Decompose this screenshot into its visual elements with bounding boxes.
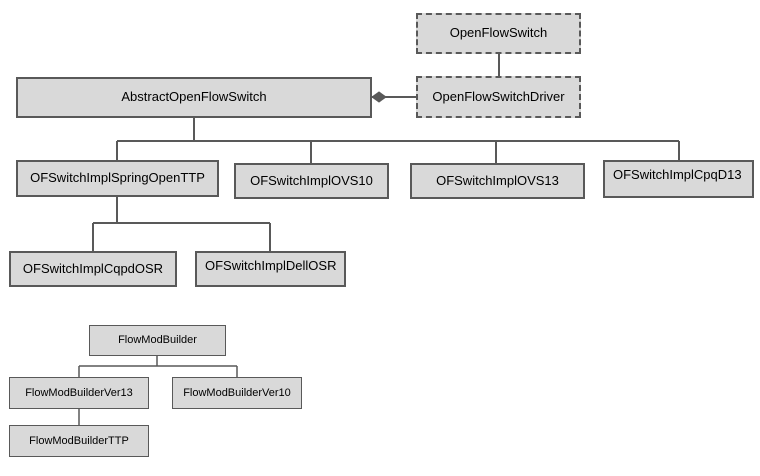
abstract-open-flow-switch-box: AbstractOpenFlowSwitch [16, 77, 372, 118]
flow-mod-builder-label: FlowModBuilder [118, 334, 197, 347]
open-flow-switch-driver-box: OpenFlowSwitchDriver [416, 76, 581, 118]
flow-mod-builder-ver13-label: FlowModBuilderVer13 [25, 386, 133, 399]
open-flow-switch-label: OpenFlowSwitch [449, 25, 548, 41]
impl-ovs10-box: OFSwitchImplOVS10 [234, 163, 389, 199]
flow-mod-builder-ver13-box: FlowModBuilderVer13 [9, 377, 149, 409]
open-flow-switch-driver-label: OpenFlowSwitchDriver [432, 88, 565, 104]
composition-diamond-icon [371, 91, 387, 103]
impl-ovs10-label: OFSwitchImplOVS10 [250, 172, 373, 188]
flow-mod-builder-ver10-box: FlowModBuilderVer10 [172, 377, 302, 409]
open-flow-switch-box: OpenFlowSwitch [416, 13, 581, 54]
impl-cpqd13-label: OFSwitchImplCpqD13 [613, 167, 742, 182]
impl-spring-open-ttp-box: OFSwitchImplSpringOpenTTP [16, 160, 219, 197]
impl-spring-open-ttp-label: OFSwitchImplSpringOpenTTP [30, 170, 205, 186]
flow-mod-builder-ttp-label: FlowModBuilderTTP [29, 434, 129, 447]
impl-dell-osr-label: OFSwitchImplDellOSR [205, 258, 337, 273]
impl-cpqd13-box: OFSwitchImplCpqD13 [603, 160, 754, 198]
flow-mod-builder-ver10-label: FlowModBuilderVer10 [183, 386, 291, 399]
abstract-open-flow-switch-label: AbstractOpenFlowSwitch [121, 89, 267, 105]
impl-dell-osr-box: OFSwitchImplDellOSR [195, 251, 346, 287]
impl-cqpd-osr-box: OFSwitchImplCqpdOSR [9, 251, 177, 287]
flow-mod-builder-ttp-box: FlowModBuilderTTP [9, 425, 149, 457]
flow-mod-builder-box: FlowModBuilder [89, 325, 226, 356]
impl-ovs13-box: OFSwitchImplOVS13 [410, 163, 585, 199]
impl-ovs13-label: OFSwitchImplOVS13 [436, 172, 559, 188]
impl-cqpd-osr-label: OFSwitchImplCqpdOSR [22, 260, 164, 276]
